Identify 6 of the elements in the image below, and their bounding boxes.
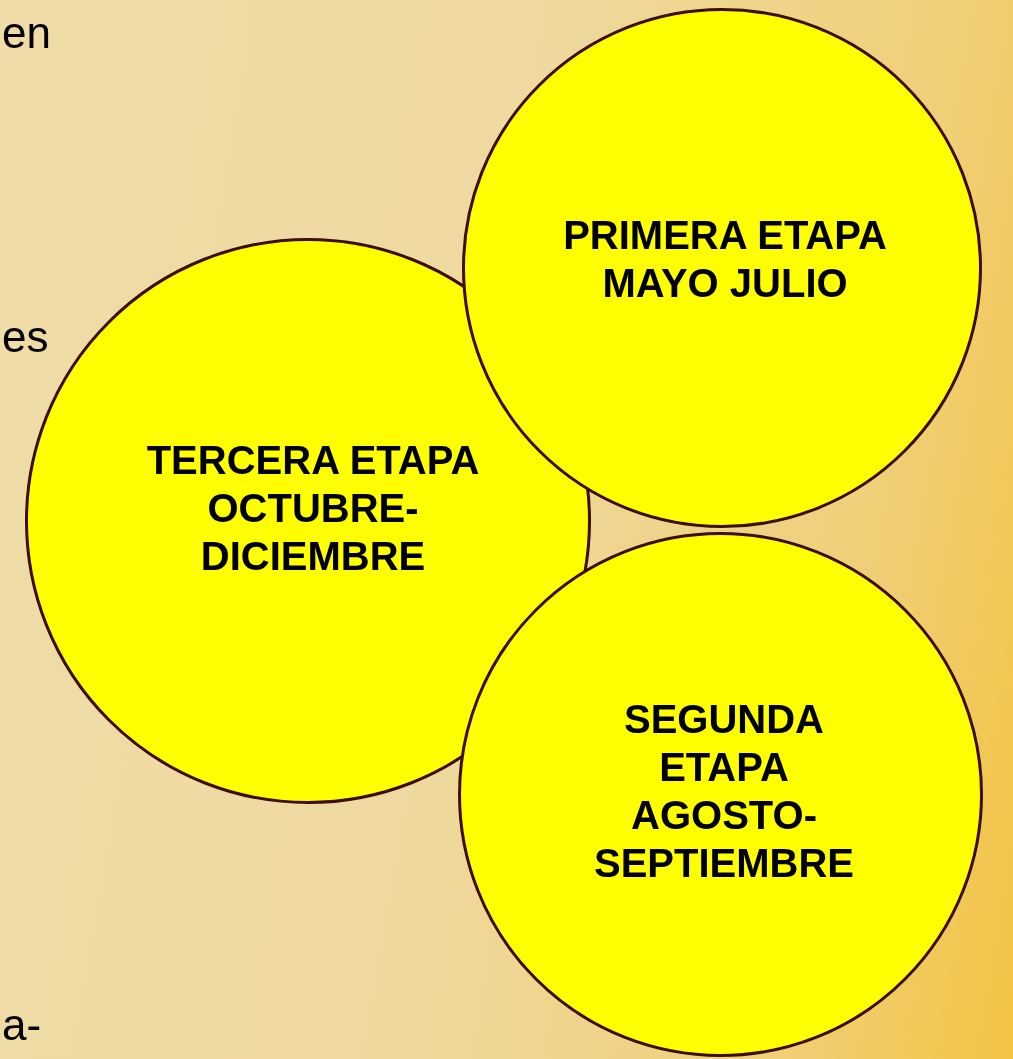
stage-label: SEGUNDA ETAPA AGOSTO- SEPTIEMBRE <box>592 696 855 887</box>
text-fragment: en <box>2 8 51 58</box>
stage-label: TERCERA ETAPA OCTUBRE- DICIEMBRE <box>145 437 481 580</box>
text-fragment: a- <box>2 1000 42 1050</box>
stage-label: PRIMERA ETAPA MAYO JULIO <box>562 212 888 307</box>
text-fragment: es <box>2 312 49 362</box>
